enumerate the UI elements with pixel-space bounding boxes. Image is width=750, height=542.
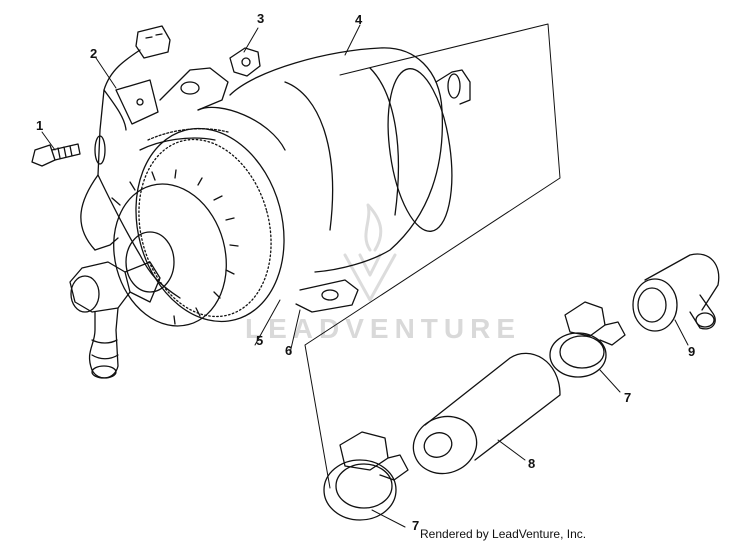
callout-5: 5 <box>256 333 263 348</box>
nut-part-3 <box>229 47 261 77</box>
callout-7-upper: 7 <box>624 390 631 405</box>
callout-6: 6 <box>285 343 292 358</box>
hose-clamp-lower <box>323 431 409 521</box>
inlet-fitting <box>69 261 161 379</box>
callout-9: 9 <box>688 344 695 359</box>
mounting-bracket <box>159 67 359 313</box>
watermark-text: LEADVENTURE <box>245 313 521 344</box>
screw-part-1 <box>31 143 81 167</box>
leader-lines <box>41 24 689 528</box>
callout-2: 2 <box>90 46 97 61</box>
fuel-hose <box>412 352 561 475</box>
wiring-harness <box>80 25 181 299</box>
pump-front-gasket <box>135 127 285 323</box>
callout-3: 3 <box>257 11 264 26</box>
callout-7-lower: 7 <box>412 518 419 533</box>
exploded-view-boundary <box>304 23 561 489</box>
callout-1: 1 <box>36 118 43 133</box>
fuel-pump-body <box>197 47 471 273</box>
pump-end-cap <box>111 169 239 327</box>
elbow-fitting <box>632 253 720 332</box>
callout-8: 8 <box>528 456 535 471</box>
credit-text: Rendered by LeadVenture, Inc. <box>420 527 586 541</box>
callout-4: 4 <box>355 12 363 27</box>
hose-clamp-upper <box>549 301 626 378</box>
